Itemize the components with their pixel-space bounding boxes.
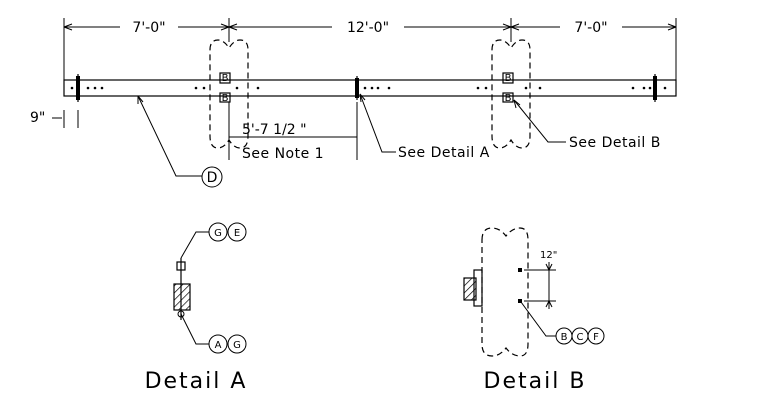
callout-b-label: B [561, 332, 568, 343]
right-span-label: 7'-0" [574, 20, 607, 36]
detail-a-leader: See Detail A [359, 93, 490, 161]
left-span-label: 7'-0" [132, 20, 165, 36]
d-callout: D [137, 95, 223, 188]
d-callout-label: D [207, 170, 218, 186]
height-dimension: 9" [30, 110, 79, 128]
detail-b-leader: See Detail B [513, 99, 661, 151]
splice-b-tag-top-right: B [505, 73, 512, 84]
splice-b-tag-top: B [222, 73, 229, 84]
callout-g-top [208, 222, 228, 242]
splice-b-tag-bottom-right: B [505, 93, 512, 104]
left-splice: B B [209, 39, 249, 149]
splice-b-tag-bottom: B [222, 93, 229, 104]
bolt-dots [70, 86, 667, 90]
main-beam [63, 74, 677, 102]
callout-e-top-label: E [234, 228, 240, 239]
callout-a-bottom [208, 334, 228, 354]
callout-f [587, 327, 605, 345]
detail-b-spacing-label: 12" [540, 250, 557, 261]
callout-e-top [227, 222, 247, 242]
middle-span-label: 12'-0" [347, 20, 389, 36]
callout-g-bottom-label: G [233, 340, 241, 351]
callout-a-bottom-label: A [215, 340, 222, 351]
detail-b-title: Detail B [484, 369, 587, 394]
detail-b: 12" B C F Detail B [463, 227, 605, 394]
height-label: 9" [30, 110, 45, 126]
see-note-label: See Note 1 [242, 146, 324, 162]
detail-a: G E A G Detail A [145, 222, 248, 394]
top-dimension: 7'-0" 12'-0" 7'-0" [63, 18, 677, 80]
callout-c-label: C [577, 332, 584, 343]
offset-label: 5'-7 1/2 " [242, 122, 307, 138]
see-detail-a-label: See Detail A [398, 145, 490, 161]
callout-g-bottom [227, 334, 247, 354]
detail-a-title: Detail A [145, 369, 248, 394]
callout-f-label: F [593, 332, 599, 343]
right-splice: B B [491, 39, 531, 149]
callout-g-top-label: G [214, 228, 222, 239]
see-detail-b-label: See Detail B [569, 135, 661, 151]
offset-dimension: 5'-7 1/2 " See Note 1 [228, 102, 358, 162]
